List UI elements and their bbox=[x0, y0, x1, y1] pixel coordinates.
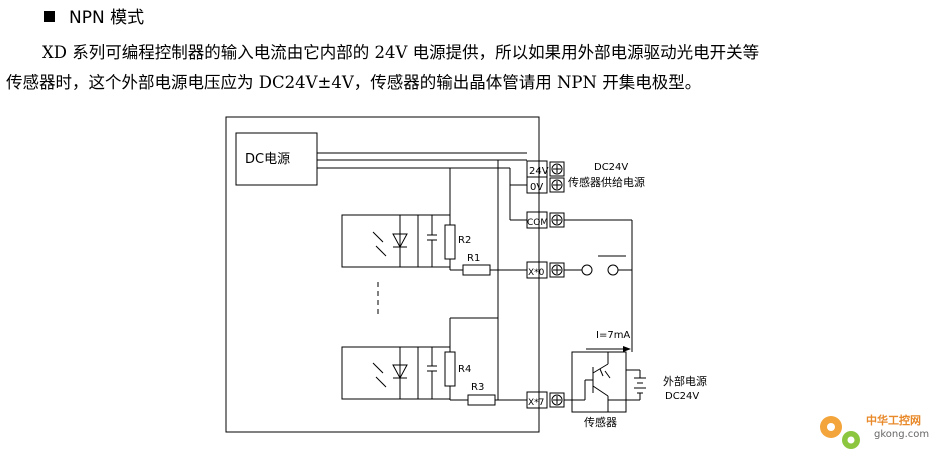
r1-label: R1 bbox=[467, 253, 480, 264]
supply-note-line1: DC24V bbox=[594, 162, 628, 173]
current-label: I=7mA bbox=[596, 330, 630, 341]
gear-logo-icon bbox=[820, 416, 860, 449]
watermark-cn-text: 中华工控网 bbox=[866, 413, 921, 427]
dc-power-block bbox=[235, 132, 318, 186]
switch-contact-right bbox=[607, 264, 619, 276]
square-bullet-icon bbox=[44, 11, 55, 22]
paragraph-line-2: 传感器时，这个外部电源电压应为 DC24V±4V，传感器的输出晶体管请用 NPN… bbox=[6, 73, 702, 92]
r3-label: R3 bbox=[471, 382, 484, 393]
section-heading: NPN 模式 bbox=[44, 6, 144, 30]
intro-paragraph: XD 系列可编程控制器的输入电流由它内部的 24V 电源提供，所以如果用外部电源… bbox=[6, 38, 926, 98]
terminal-x7 bbox=[526, 391, 548, 409]
terminal-0v-label: 0V bbox=[530, 182, 543, 193]
r2-label: R2 bbox=[458, 235, 471, 246]
photocoupler-lower bbox=[341, 346, 419, 400]
terminal-x7-label: X*7 bbox=[528, 398, 544, 408]
dc-power-label: DC电源 bbox=[245, 152, 290, 167]
resistor-r4 bbox=[444, 351, 456, 387]
r4-label: R4 bbox=[458, 364, 471, 375]
sensor-box bbox=[571, 351, 627, 413]
terminal-24v-label: 24V bbox=[529, 166, 549, 177]
resistor-r1 bbox=[462, 264, 491, 276]
switch-contact-left bbox=[581, 264, 593, 276]
plc-housing bbox=[225, 116, 540, 433]
resistor-r3 bbox=[467, 394, 496, 406]
terminal-x0 bbox=[526, 261, 548, 279]
sensor-label: 传感器 bbox=[584, 416, 617, 429]
supply-note-line2: 传感器供给电源 bbox=[568, 175, 645, 189]
external-supply-line2: DC24V bbox=[665, 391, 699, 402]
resistor-r2 bbox=[444, 224, 456, 260]
watermark-url-text: gkong.com bbox=[874, 429, 929, 440]
terminal-com-label: COM bbox=[527, 218, 548, 228]
section-title: NPN 模式 bbox=[69, 8, 145, 28]
terminal-0v bbox=[526, 176, 548, 194]
photocoupler-upper bbox=[341, 214, 419, 268]
gkong-watermark: 中华工控网 gkong.com bbox=[820, 413, 929, 449]
terminal-com bbox=[526, 211, 548, 229]
paragraph-line-1: XD 系列可编程控制器的输入电流由它内部的 24V 电源提供，所以如果用外部电源… bbox=[42, 43, 760, 62]
external-supply-line1: 外部电源 bbox=[663, 374, 707, 388]
terminal-x0-label: X*0 bbox=[528, 268, 545, 278]
